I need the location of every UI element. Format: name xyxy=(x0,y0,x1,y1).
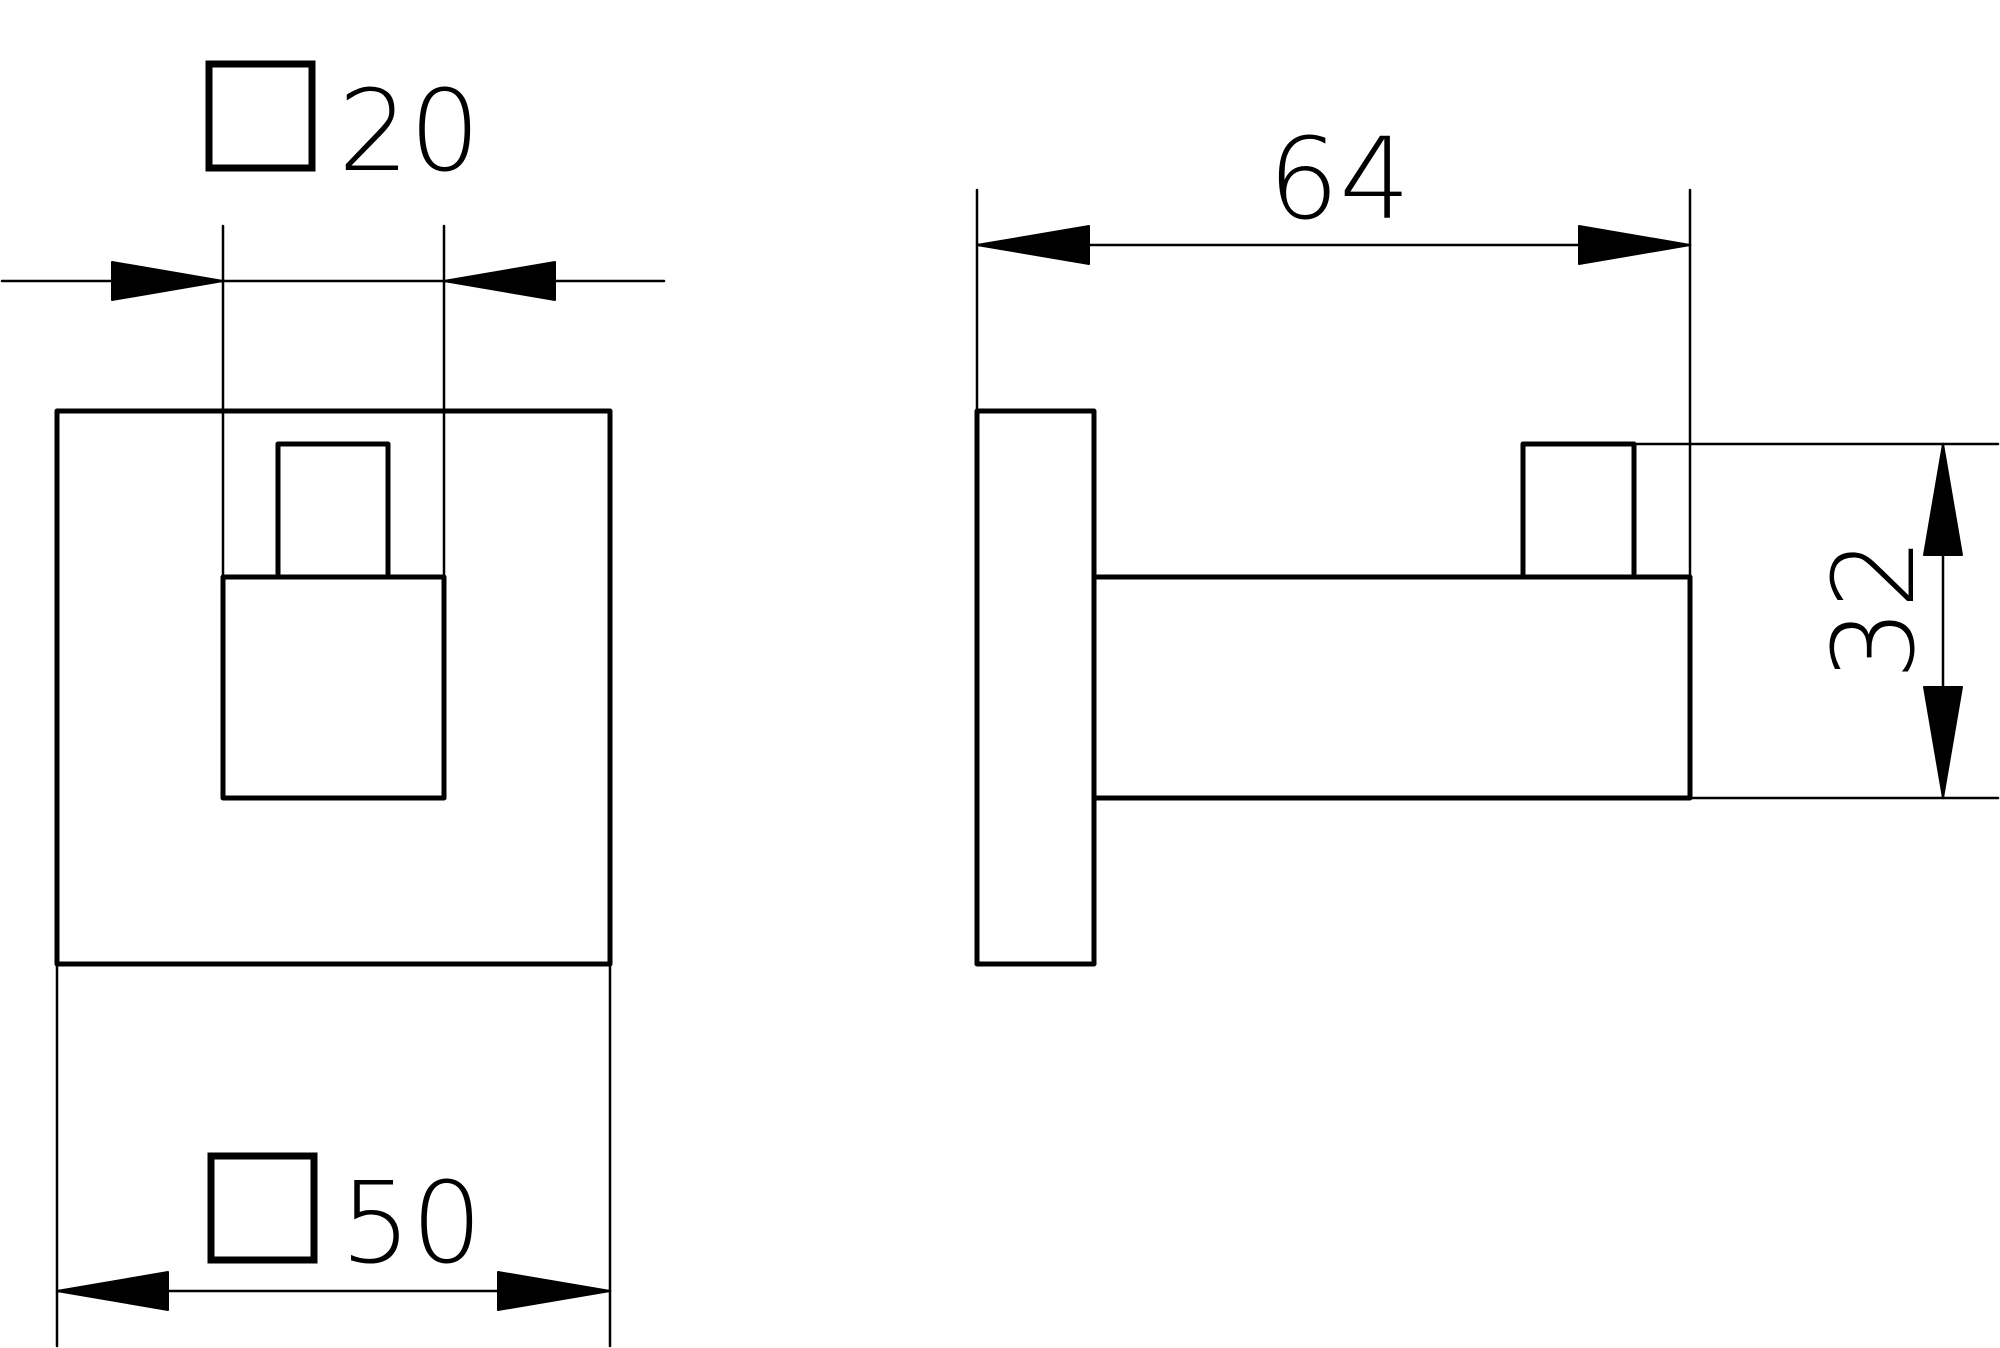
dimension-length-64: 64 xyxy=(975,115,1692,579)
arrow-20-right xyxy=(443,261,556,301)
side-arm xyxy=(1091,574,1693,801)
arrow-20-left xyxy=(111,261,224,301)
side-hook-tip xyxy=(1520,441,1637,580)
arrow-50-left xyxy=(56,1271,169,1311)
front-hook-tip xyxy=(275,441,391,580)
front-arm-square xyxy=(220,574,447,801)
square-symbol-50 xyxy=(207,1152,318,1264)
front-view xyxy=(54,408,613,967)
label-32-value: 32 xyxy=(1810,537,1940,680)
arrow-32-top xyxy=(1923,443,1963,556)
dimension-square-20: 20 xyxy=(0,60,666,579)
arrow-64-left xyxy=(976,225,1090,265)
dimension-square-50: 50 xyxy=(55,962,612,1348)
side-wall-plate xyxy=(974,408,1097,967)
label-20-value: 20 xyxy=(338,67,481,197)
square-symbol-20 xyxy=(205,60,316,172)
arrow-64-right xyxy=(1578,225,1691,265)
label-64-value: 64 xyxy=(1268,115,1411,245)
label-50-value: 50 xyxy=(340,1159,483,1289)
side-view xyxy=(974,408,1693,967)
dimension-height-32: 32 xyxy=(1632,442,2000,800)
arrow-50-right xyxy=(497,1271,611,1311)
front-base-plate xyxy=(54,408,613,967)
arrow-32-bottom xyxy=(1923,686,1963,799)
